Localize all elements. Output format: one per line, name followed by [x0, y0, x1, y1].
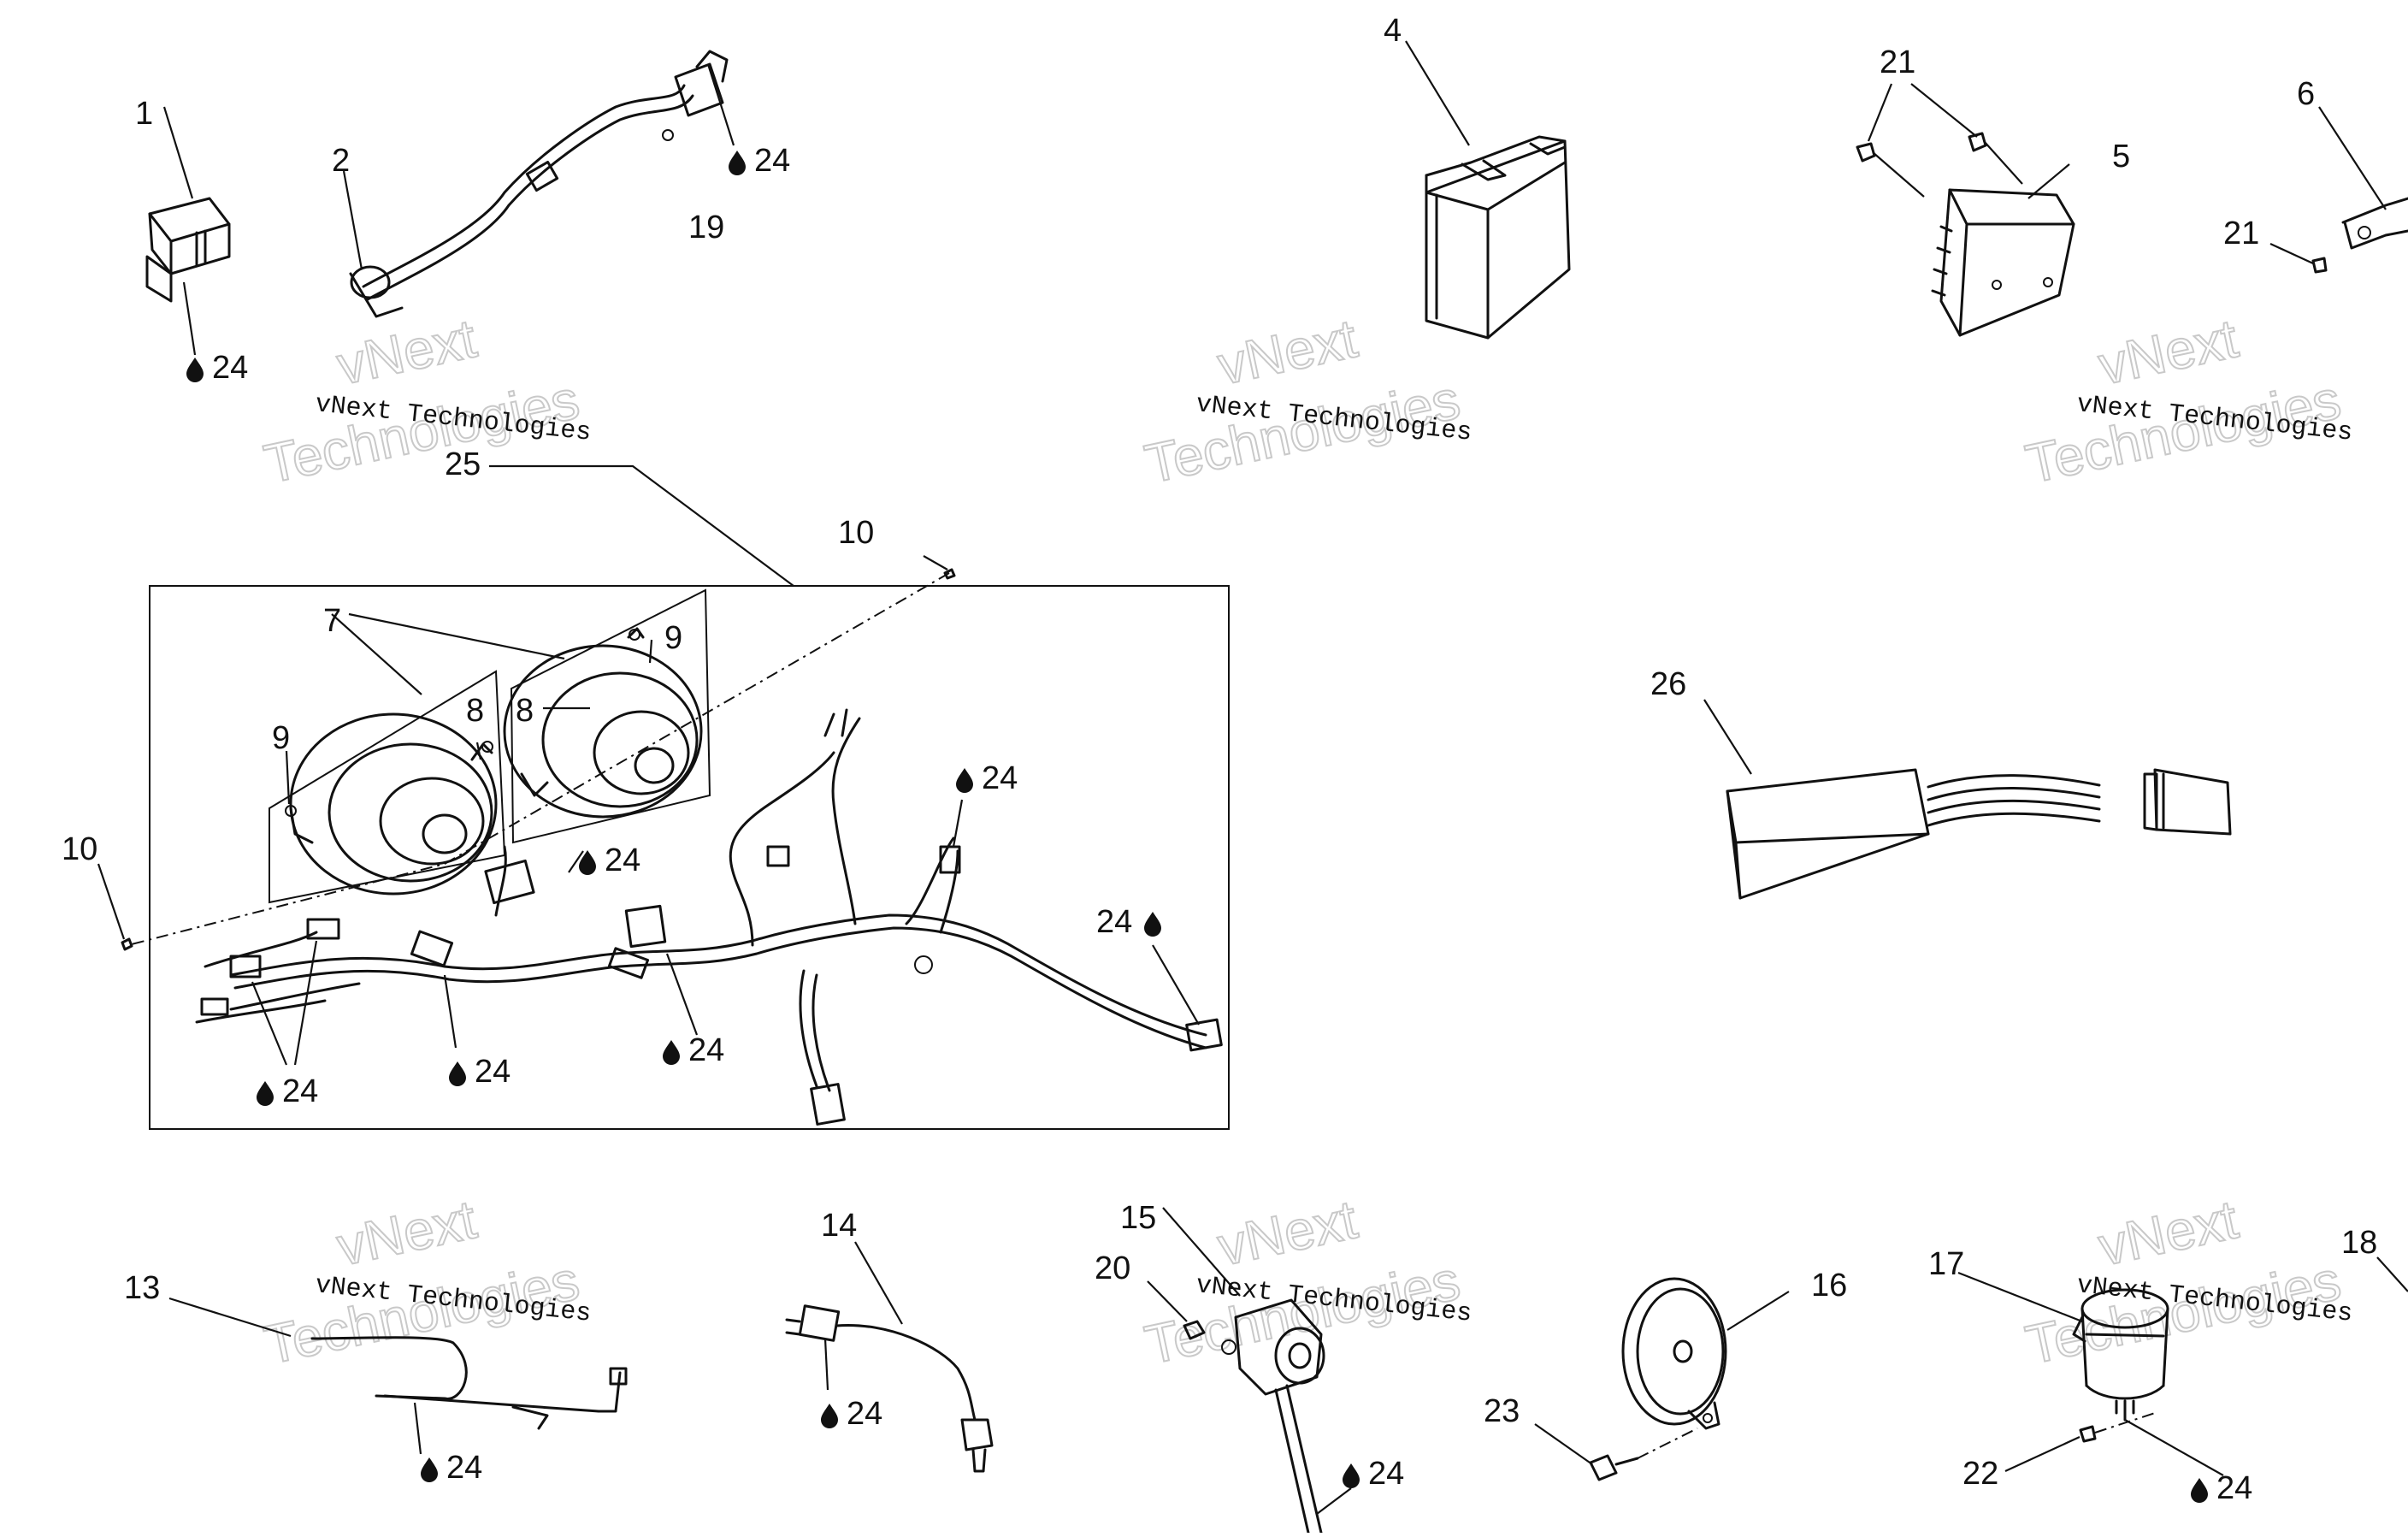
callout-26: 26 [1650, 666, 1686, 702]
part-15-sensor [1147, 1207, 1352, 1534]
callout-21-top: 21 [1880, 44, 1915, 80]
svg-text:24: 24 [1096, 904, 1132, 940]
grease-label-11: 24 [1343, 1456, 1404, 1492]
callout-20: 20 [1095, 1250, 1130, 1286]
grease-label-4: 24 [579, 842, 640, 878]
grease-drop-icon [186, 358, 204, 382]
grease-drop-icon [956, 768, 973, 793]
part-26-module [1703, 699, 2232, 900]
grease-label-7: 24 [663, 1032, 724, 1068]
bolt-21-b [1968, 132, 2023, 185]
callout-22: 22 [1962, 1456, 1998, 1492]
callout-21-right: 21 [2223, 216, 2259, 251]
svg-text:24: 24 [982, 760, 1018, 796]
callout-8-right: 8 [516, 693, 534, 729]
callout-8-left: 8 [466, 693, 484, 729]
callout-4: 4 [1384, 13, 1402, 49]
svg-text:24: 24 [847, 1396, 882, 1432]
grease-label-8: 24 [257, 1073, 318, 1109]
callout-13: 13 [124, 1270, 160, 1306]
part-1-relay [145, 106, 231, 356]
part-18-edge [2376, 1256, 2408, 1292]
callout-14: 14 [821, 1208, 857, 1244]
part-14-switch [785, 1241, 994, 1473]
watermark-2: vNext Technologies vNext Technologies [1139, 306, 1473, 495]
part-5-regulator [1931, 163, 2075, 337]
grease-drop-icon [2191, 1478, 2208, 1503]
callout-9-right: 9 [664, 620, 682, 656]
svg-text:24: 24 [2216, 1470, 2252, 1506]
callout-17: 17 [1928, 1246, 1964, 1282]
svg-text:24: 24 [754, 143, 790, 179]
grease-drop-icon [1343, 1463, 1360, 1488]
callout-25: 25 [445, 446, 481, 482]
svg-text:24: 24 [475, 1054, 511, 1090]
callout-6: 6 [2297, 76, 2315, 112]
callout-10-top: 10 [838, 515, 874, 551]
part-13-wire [168, 1297, 628, 1455]
grease-drop-icon [421, 1457, 438, 1482]
grease-label-6: 24 [449, 1054, 511, 1090]
grease-drop-icon [257, 1081, 274, 1106]
callout-18: 18 [2341, 1225, 2377, 1261]
harness-assembly-box [97, 464, 1230, 1130]
svg-text:24: 24 [282, 1073, 318, 1109]
grease-drop-icon [663, 1040, 680, 1065]
callout-16: 16 [1811, 1268, 1847, 1303]
part-16-horn [1534, 1277, 1790, 1481]
svg-text:vNext: vNext [332, 1188, 481, 1277]
svg-text:vNext: vNext [2093, 1188, 2243, 1277]
bolt-21-a [1856, 142, 1925, 198]
part-4-battery [1405, 40, 1571, 340]
svg-text:24: 24 [1368, 1456, 1404, 1492]
grease-drop-icon [729, 151, 746, 175]
callout-9-left: 9 [272, 720, 290, 756]
callout-23: 23 [1484, 1393, 1520, 1429]
grease-drop-icon [1144, 912, 1161, 937]
callout-2: 2 [332, 143, 350, 179]
svg-text:24: 24 [212, 350, 248, 386]
watermark-3: vNext Technologies vNext Technologies [2020, 306, 2354, 495]
part-17-relay [1957, 1271, 2224, 1476]
svg-text:vNext: vNext [332, 307, 481, 396]
leader-21b [1910, 83, 1978, 138]
svg-text:vNext: vNext [2093, 307, 2243, 396]
callout-5: 5 [2112, 139, 2130, 174]
callout-7: 7 [323, 603, 341, 639]
callout-1: 1 [135, 96, 153, 132]
callout-19: 19 [688, 210, 724, 245]
svg-text:24: 24 [688, 1032, 724, 1068]
grease-label-9: 24 [421, 1450, 482, 1486]
callout-10-left: 10 [62, 831, 97, 867]
leader-21a [1867, 83, 1893, 142]
svg-text:24: 24 [446, 1450, 482, 1486]
watermark-4: vNext Technologies vNext Technologies [258, 1187, 593, 1376]
grease-drop-icon [821, 1404, 838, 1428]
grease-label-1: 24 [186, 350, 248, 386]
watermark-6: vNext Technologies vNext Technologies [2020, 1187, 2354, 1376]
svg-text:24: 24 [605, 842, 640, 878]
part-6-bracket [2269, 106, 2408, 274]
grease-label-5: 24 [1096, 904, 1161, 940]
grease-label-10: 24 [821, 1396, 882, 1432]
grease-label-3: 24 [956, 760, 1018, 796]
grease-drop-icon [449, 1061, 466, 1086]
svg-text:vNext: vNext [1213, 307, 1362, 396]
part-2-cable [342, 50, 735, 318]
grease-label-12: 24 [2191, 1470, 2252, 1506]
grease-label-2: 24 [729, 143, 790, 179]
callout-15: 15 [1120, 1200, 1156, 1236]
svg-text:vNext: vNext [1213, 1188, 1362, 1277]
